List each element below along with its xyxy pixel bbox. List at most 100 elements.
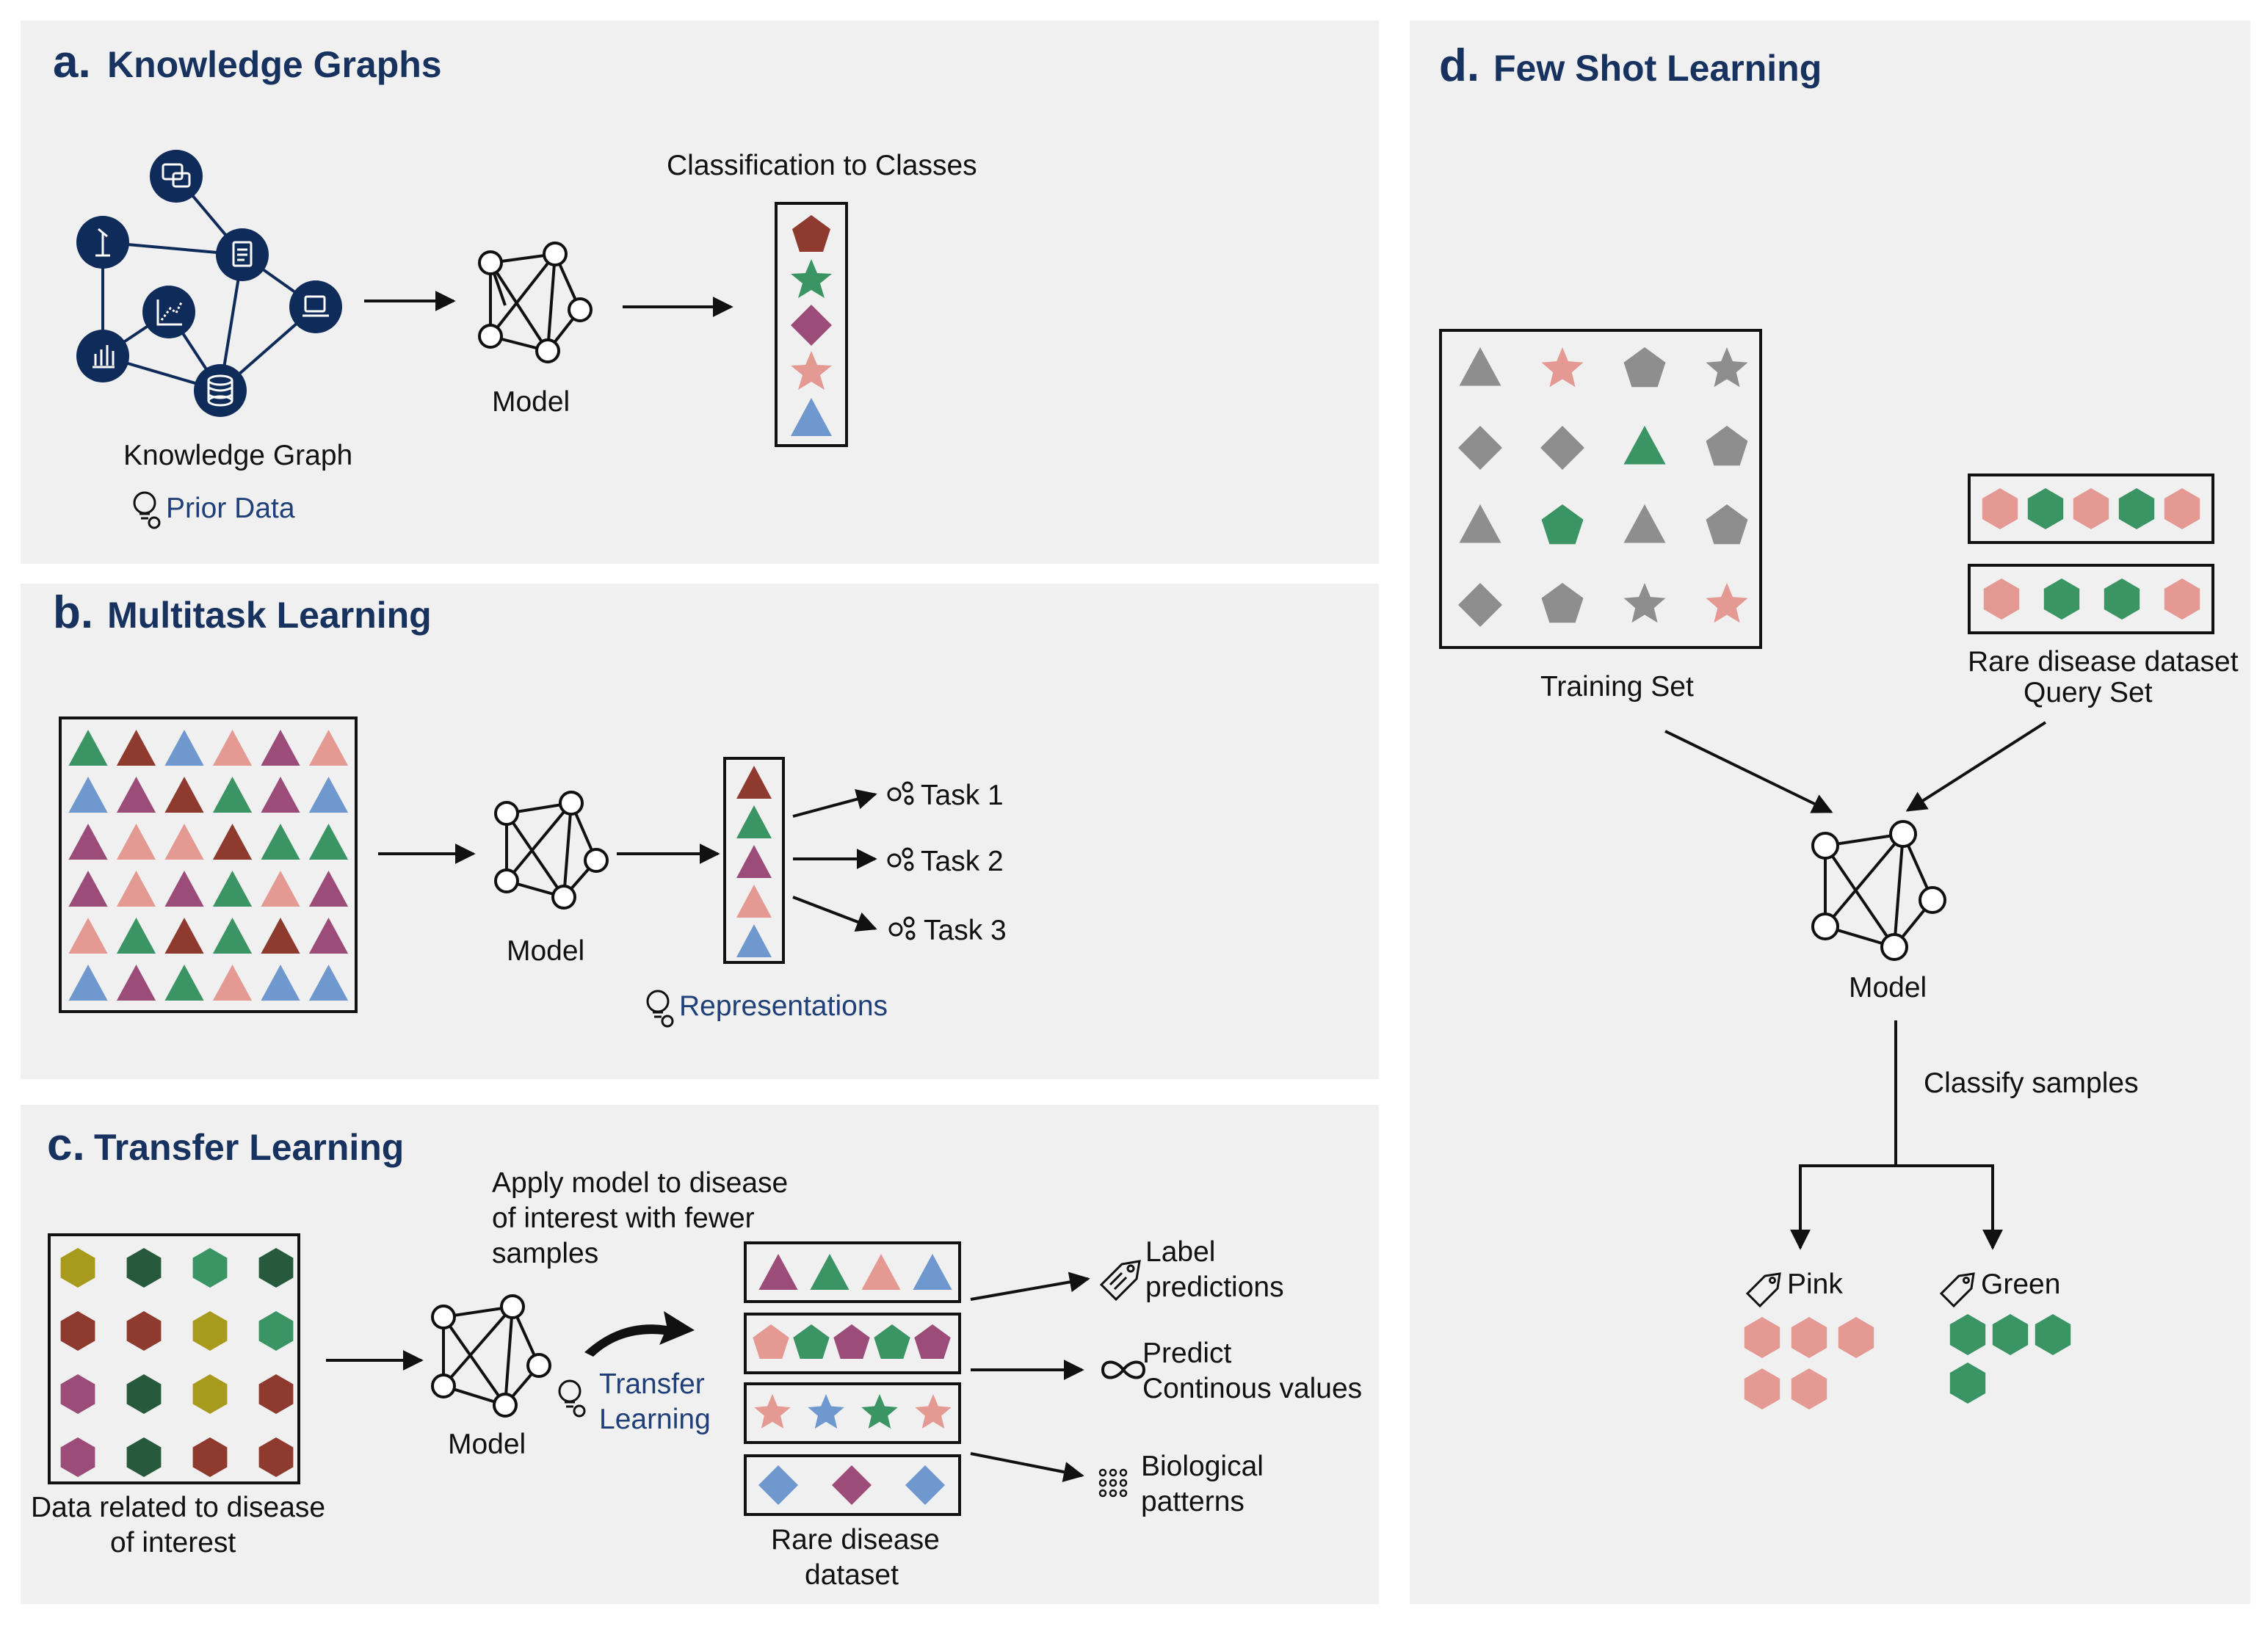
star-icon (754, 1394, 791, 1429)
transfer-bulb-icon (558, 1379, 586, 1418)
hexagon-icon (126, 1374, 162, 1414)
triangle-icon (261, 918, 300, 954)
panel-c-title: Transfer Learning (94, 1127, 404, 1168)
arrow-to-biological (970, 1452, 1084, 1482)
panel-b-letter: b. (53, 587, 93, 638)
triangle-icon (116, 730, 156, 766)
rare-dataset-label-2: dataset (805, 1559, 899, 1591)
arrow-to-label-predictions (970, 1271, 1090, 1301)
model-label-c: Model (448, 1429, 526, 1460)
query-box-2 (1968, 564, 2214, 634)
arrow-training-to-model (1664, 730, 1833, 813)
triangle-icon (1459, 347, 1501, 386)
pink-star-icon (791, 351, 832, 390)
query-label-2: Query Set (2024, 677, 2153, 708)
triangle-icon (116, 871, 156, 907)
triangle-icon (913, 1254, 952, 1290)
disease-data-label-1: Data related to disease (31, 1492, 325, 1523)
hexagon-icon (2164, 488, 2200, 529)
triangle-icon (116, 777, 156, 813)
hexagon-icon (60, 1311, 95, 1351)
pentagon-icon (914, 1324, 951, 1359)
hexagon-icon (1744, 1317, 1780, 1358)
hexagon-icon (1949, 1363, 1986, 1404)
prior-data-label: Prior Data (166, 493, 295, 524)
pentagon-icon (874, 1324, 910, 1359)
panel-c (21, 1105, 1379, 1604)
hexagon-icon (2035, 1314, 2071, 1355)
hexagon-icon (1791, 1368, 1827, 1409)
apply-text-line-2: of interest with fewer (492, 1202, 755, 1234)
transfer-label-1: Transfer (599, 1368, 705, 1400)
representations-label: Representations (679, 990, 888, 1022)
pentagon-icon (1706, 504, 1748, 545)
hexagon-icon (1949, 1314, 1986, 1355)
model-label-d: Model (1849, 972, 1927, 1004)
transfer-label-2: Learning (599, 1404, 711, 1435)
hexagon-icon (258, 1374, 294, 1414)
model-network-icon-d (1811, 820, 1946, 961)
hexagon-icon (2164, 578, 2200, 620)
triangle-icon (164, 824, 204, 860)
triangle-icon (116, 918, 156, 954)
arrow-task-1 (792, 788, 877, 818)
triangle-icon (261, 965, 300, 1001)
panel-b-title: Multitask Learning (107, 595, 432, 636)
hexagon-icon (126, 1311, 162, 1351)
triangle-icon (164, 777, 204, 813)
classes-label: Classification to Classes (667, 150, 977, 181)
kg-node-computer-icon (289, 280, 342, 333)
hexagon-icon (2073, 488, 2109, 529)
classify-samples-label: Classify samples (1924, 1067, 2139, 1099)
triangle-icon (308, 871, 349, 907)
hexagon-icon (192, 1374, 228, 1414)
biological-label-1: Biological (1141, 1451, 1264, 1482)
triangle-icon (261, 730, 300, 766)
diamond-icon (832, 1465, 872, 1505)
pentagon-icon (833, 1324, 870, 1359)
task-3-label: Task 3 (924, 915, 1007, 946)
hexagon-icon (1744, 1368, 1780, 1409)
task-1-label: Task 1 (921, 780, 1004, 811)
kg-node-barchart-icon (76, 330, 129, 382)
hexagon-icon (2118, 488, 2155, 529)
hexagon-icon (1982, 488, 2018, 529)
triangle-icon (212, 918, 253, 954)
hexagon-icon (258, 1311, 294, 1351)
rare-dataset-shapes (753, 1254, 952, 1505)
hexagon-icon (1992, 1314, 2029, 1355)
triangle-icon (212, 824, 253, 860)
classify-tree (1790, 1020, 2003, 1250)
triangle-icon (758, 1254, 798, 1290)
hexagon-icon (1983, 578, 2020, 620)
apply-text-line-1: Apply model to disease (492, 1167, 788, 1199)
hexagon-icon (258, 1437, 294, 1477)
representation-shapes (736, 766, 772, 957)
query-box-1 (1968, 474, 2214, 544)
hexagon-icon (192, 1311, 228, 1351)
triangle-icon (68, 918, 108, 954)
hexagon-icon (192, 1248, 228, 1288)
triangle-icon (68, 871, 108, 907)
triangle-icon (261, 824, 300, 860)
triangle-icon (68, 824, 108, 860)
panel-c-letter: c. (47, 1120, 85, 1170)
star-icon (1623, 583, 1666, 623)
panel-a (21, 21, 1379, 564)
prior-data-bulb-icon (133, 491, 161, 529)
star-icon (808, 1394, 844, 1429)
hexagon-icon (2027, 488, 2064, 529)
rare-box-pentagons (744, 1313, 961, 1374)
star-icon (1541, 347, 1584, 388)
rare-dataset-label-1: Rare disease (771, 1524, 940, 1556)
predict-label-2: Continous values (1142, 1373, 1362, 1404)
hexagon-icon (126, 1248, 162, 1288)
green-star-icon (791, 259, 832, 298)
hexagon-icon (1838, 1317, 1874, 1358)
triangle-icon (212, 871, 253, 907)
pentagon-icon (1623, 347, 1666, 388)
model-label-b: Model (507, 935, 584, 967)
star-icon (861, 1394, 898, 1429)
star-icon (1706, 583, 1748, 623)
diamond-icon (1540, 426, 1584, 470)
